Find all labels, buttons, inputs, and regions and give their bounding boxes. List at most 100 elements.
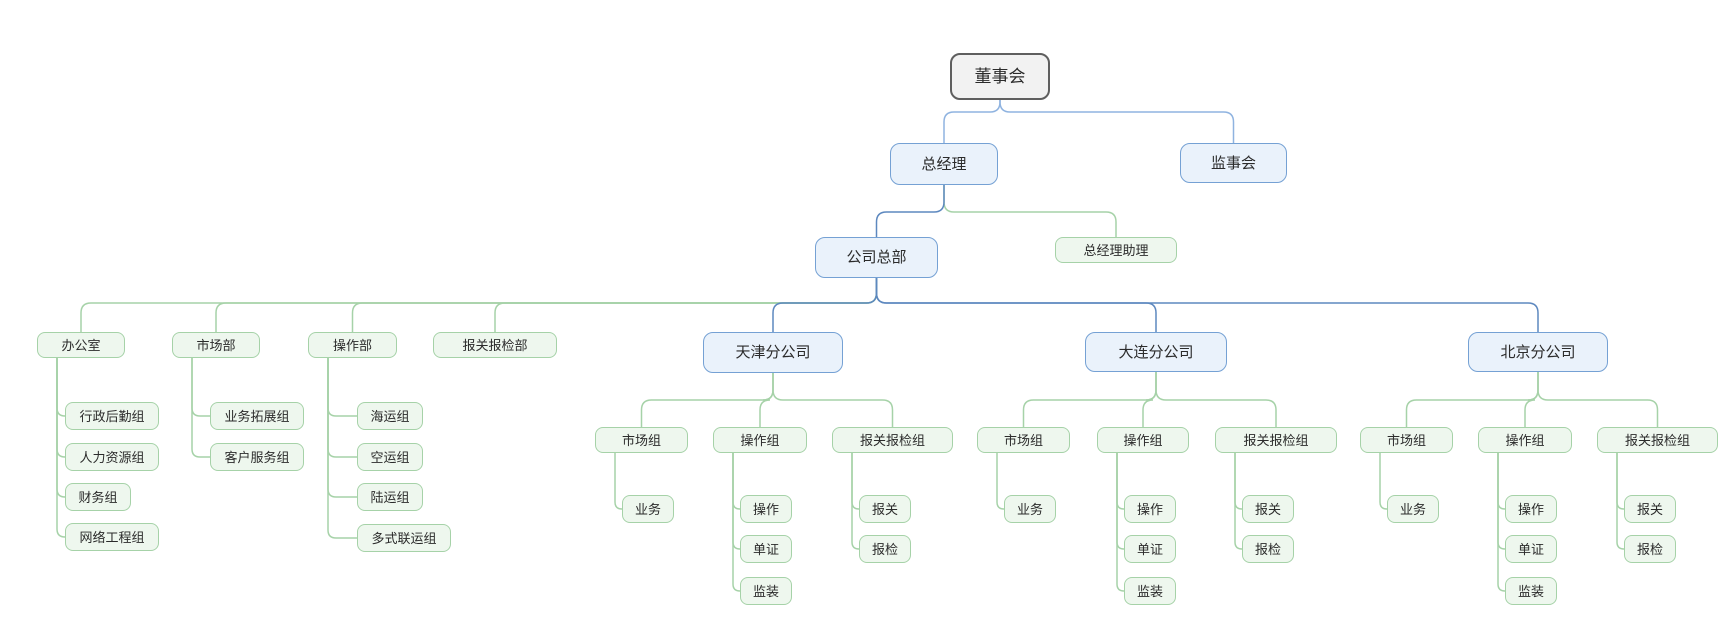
edge-tianjin-branch-tj-customs [772,373,894,427]
org-node-dl-customs[interactable]: 报关报检组 [1215,427,1337,453]
org-node-office[interactable]: 办公室 [37,332,125,358]
org-node-bizdev-group[interactable]: 业务拓展组 [210,402,304,430]
org-node-label: 业务拓展组 [224,408,290,424]
org-node-bj-loading[interactable]: 监装 [1505,577,1557,605]
edge-dalian-branch-dl-customs [1155,372,1277,427]
org-node-operations-dept[interactable]: 操作部 [308,332,397,358]
org-node-label: 网络工程组 [79,529,145,545]
org-node-dl-marketing[interactable]: 市场组 [977,427,1070,453]
edge-dl-marketing-dl-biz [996,453,1005,510]
org-node-label: 市场组 [1386,432,1426,448]
org-node-bj-biz[interactable]: 业务 [1387,495,1439,523]
edge-bj-operations-bj-docs [1497,453,1506,550]
org-node-bj-customs[interactable]: 报关报检组 [1597,427,1718,453]
org-node-dl-docs[interactable]: 单证 [1124,535,1176,563]
org-node-label: 报关 [871,501,898,517]
org-node-tj-marketing[interactable]: 市场组 [595,427,688,453]
org-node-label: 北京分公司 [1500,343,1576,361]
org-node-dl-inspect[interactable]: 报检 [1242,535,1294,563]
edge-marketing-dept-bizdev-group [191,358,210,417]
org-node-label: 业务 [1399,501,1426,517]
org-node-multimodal-group[interactable]: 多式联运组 [357,524,451,552]
org-node-label: 操作 [1517,501,1544,517]
edge-dl-operations-dl-docs [1116,453,1125,550]
org-node-label: 报关报检组 [859,432,925,448]
org-node-tj-customs[interactable]: 报关报检组 [832,427,953,453]
org-node-label: 监装 [1136,583,1163,599]
edge-beijing-branch-bj-customs [1537,372,1659,427]
org-node-label: 报关 [1636,501,1663,517]
org-node-bj-marketing[interactable]: 市场组 [1360,427,1453,453]
org-node-beijing-branch[interactable]: 北京分公司 [1468,332,1608,372]
org-node-label: 业务 [634,501,661,517]
edge-tj-customs-tj-inspect [851,453,860,550]
org-node-dl-loading[interactable]: 监装 [1124,577,1176,605]
org-node-network-eng-group[interactable]: 网络工程组 [65,523,159,551]
edge-operations-dept-air-group [327,358,357,458]
edge-operations-dept-land-group [327,358,357,498]
org-node-tj-docs[interactable]: 单证 [740,535,792,563]
org-node-sea-group[interactable]: 海运组 [357,402,423,430]
org-node-dl-op[interactable]: 操作 [1124,495,1176,523]
edge-bj-marketing-bj-biz [1379,453,1388,510]
org-node-board[interactable]: 董事会 [950,53,1050,100]
org-node-dl-biz[interactable]: 业务 [1004,495,1056,523]
org-node-tj-op[interactable]: 操作 [740,495,792,523]
org-node-bj-inspect[interactable]: 报检 [1624,535,1676,563]
org-node-supervisory-board[interactable]: 监事会 [1180,143,1287,183]
org-node-label: 办公室 [61,337,101,353]
org-node-bj-operations[interactable]: 操作组 [1478,427,1572,453]
org-node-hr-group[interactable]: 人力资源组 [65,443,159,471]
org-node-dl-declare[interactable]: 报关 [1242,495,1294,523]
edge-beijing-branch-bj-marketing [1405,372,1539,427]
edge-dl-operations-dl-op [1116,453,1125,510]
org-node-label: 操作组 [1123,432,1163,448]
org-node-label: 操作 [1136,501,1163,517]
org-node-tj-operations[interactable]: 操作组 [713,427,807,453]
org-node-label: 市场组 [1003,432,1043,448]
edge-dl-customs-dl-declare [1234,453,1243,510]
edge-hq-operations-dept [351,278,878,332]
edge-beijing-branch-bj-operations [1524,372,1539,427]
org-node-label: 报关报检组 [1243,432,1309,448]
org-node-bj-op[interactable]: 操作 [1505,495,1557,523]
edge-general-manager-gm-assistant [943,185,1117,237]
edge-office-hr-group [56,358,66,458]
org-node-hq[interactable]: 公司总部 [815,237,938,278]
edge-bj-customs-bj-inspect [1616,453,1625,550]
edge-operations-dept-multimodal-group [327,358,357,539]
org-node-marketing-dept[interactable]: 市场部 [172,332,260,358]
org-node-tj-biz[interactable]: 业务 [622,495,674,523]
org-node-label: 监事会 [1210,154,1256,172]
org-node-air-group[interactable]: 空运组 [357,443,423,471]
edge-marketing-dept-customer-service-group [191,358,210,458]
org-node-finance-group[interactable]: 财务组 [65,483,131,511]
edge-tj-operations-tj-docs [732,453,741,550]
org-node-admin-logistics-group[interactable]: 行政后勤组 [65,402,159,430]
org-node-customs-dept[interactable]: 报关报检部 [433,332,557,358]
edge-dl-operations-dl-loading [1116,453,1125,592]
org-node-label: 董事会 [974,67,1026,86]
org-node-label: 人力资源组 [79,449,145,465]
org-node-label: 操作 [752,501,779,517]
org-node-tj-inspect[interactable]: 报检 [859,535,911,563]
org-node-customer-service-group[interactable]: 客户服务组 [210,443,304,471]
org-node-tianjin-branch[interactable]: 天津分公司 [703,332,843,373]
org-node-tj-loading[interactable]: 监装 [740,577,792,605]
edge-board-general-manager [943,100,1001,143]
org-node-gm-assistant[interactable]: 总经理助理 [1055,237,1177,263]
org-node-bj-declare[interactable]: 报关 [1624,495,1676,523]
org-node-land-group[interactable]: 陆运组 [357,483,423,511]
edge-tianjin-branch-tj-marketing [640,373,774,427]
org-node-dl-operations[interactable]: 操作组 [1097,427,1189,453]
org-node-bj-docs[interactable]: 单证 [1505,535,1557,563]
edge-tj-operations-tj-loading [732,453,741,592]
edge-hq-customs-dept [494,278,878,332]
edge-hq-tianjin-branch [772,278,878,332]
org-node-general-manager[interactable]: 总经理 [890,143,998,185]
org-node-label: 海运组 [370,408,410,424]
org-node-tj-declare[interactable]: 报关 [859,495,911,523]
edge-dl-customs-dl-inspect [1234,453,1243,550]
org-node-dalian-branch[interactable]: 大连分公司 [1085,332,1227,372]
org-node-label: 大连分公司 [1118,343,1194,361]
